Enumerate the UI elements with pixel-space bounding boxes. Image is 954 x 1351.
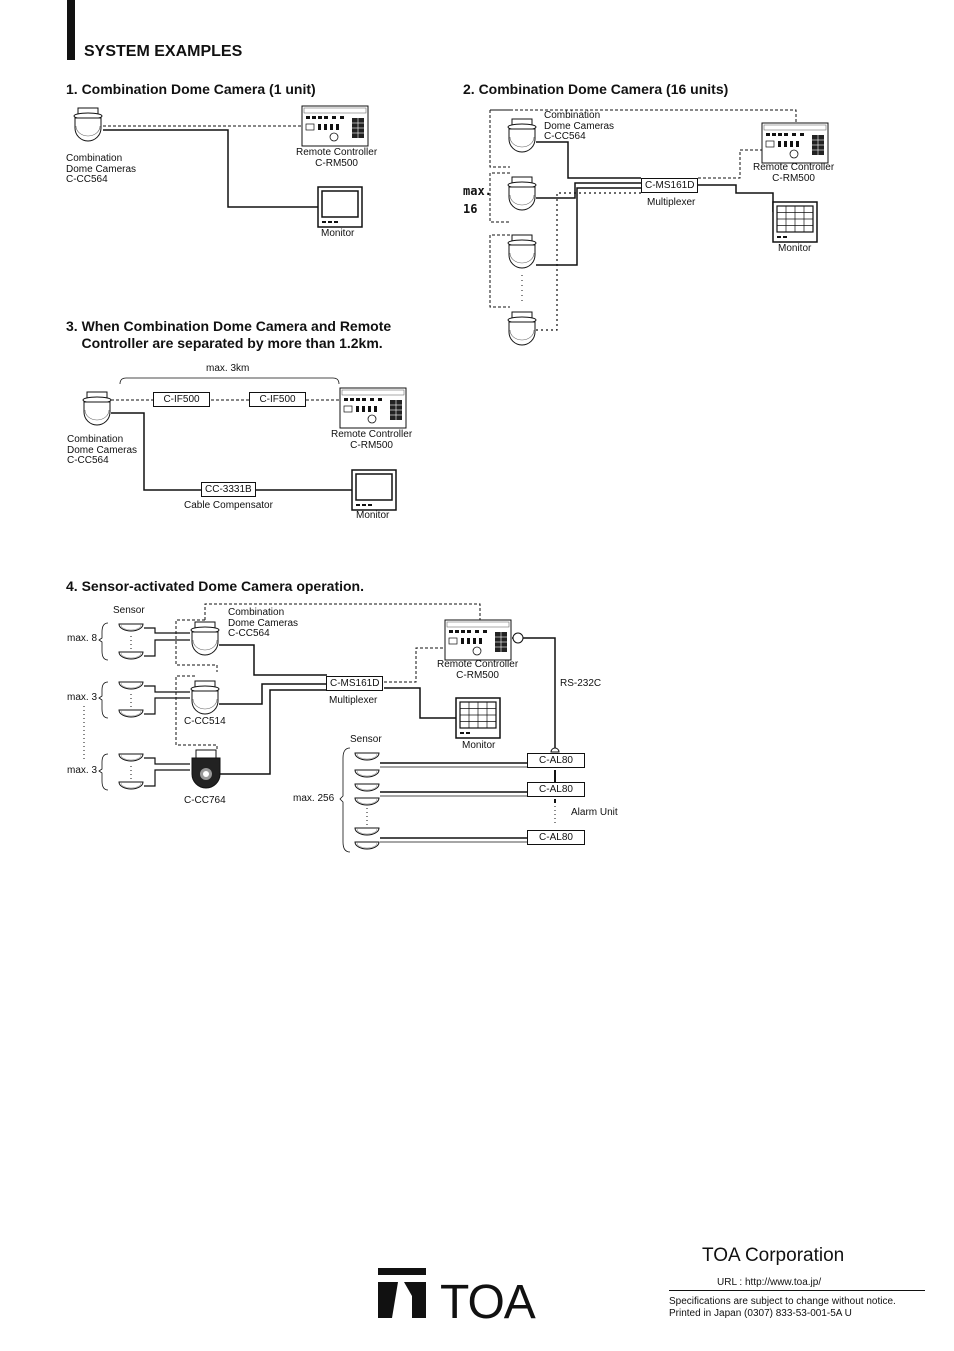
controller-label: Remote Controller C-RM500 xyxy=(296,147,378,169)
sensor-label: Sensor xyxy=(350,734,382,745)
controller-label: Remote Controller C-RM500 xyxy=(753,162,835,184)
camera-model-label: C-CC514 xyxy=(184,716,226,727)
section-4-diagram xyxy=(83,603,560,853)
footer-notes: Specifications are subject to change wit… xyxy=(669,1296,896,1319)
sensor-icon xyxy=(354,797,380,806)
alarm-unit-box: C-AL80 xyxy=(527,753,585,768)
dome-camera-icon xyxy=(507,234,537,269)
company-name: TOA Corporation xyxy=(702,1245,845,1266)
sensor-icon xyxy=(118,623,144,632)
camera-label: Combination Dome Cameras C-CC564 xyxy=(544,110,615,142)
remote-controller-icon xyxy=(301,105,369,147)
monitor-icon xyxy=(317,186,363,228)
header-bar xyxy=(67,0,75,60)
section-2-title: 2. Combination Dome Camera (16 units) xyxy=(463,81,729,97)
footer-rule xyxy=(669,1290,925,1291)
dome-camera-icon xyxy=(82,391,112,426)
max-256-label: max. 256 xyxy=(293,793,335,804)
controller-label: Remote Controller C-RM500 xyxy=(331,429,413,451)
monitor-label: Monitor xyxy=(462,740,496,751)
max-3-label: max. 3 xyxy=(67,692,98,703)
section-1-diagram xyxy=(73,105,369,228)
multiplexer-box: C-MS161D xyxy=(326,676,384,691)
monitor-icon xyxy=(772,201,818,243)
section-4-title: 4. Sensor-activated Dome Camera operatio… xyxy=(66,578,364,594)
interface-box-1: C-IF500 xyxy=(153,392,210,407)
monitor-label: Monitor xyxy=(356,510,390,521)
distance-label: max. 3km xyxy=(206,363,250,374)
sensor-icon xyxy=(118,753,144,762)
sensor-icon xyxy=(118,781,144,790)
dome-camera-icon xyxy=(73,107,103,142)
page-title: SYSTEM EXAMPLES xyxy=(84,43,243,60)
sensor-icon xyxy=(354,827,380,836)
monitor-label: Monitor xyxy=(321,228,355,239)
monitor-label: Monitor xyxy=(778,243,812,254)
controller-label: Remote Controller C-RM500 xyxy=(437,659,519,681)
logo-wordmark: TOA xyxy=(440,1276,536,1329)
remote-controller-icon xyxy=(339,387,407,429)
compensator-box: CC-3331B xyxy=(201,482,256,497)
ptz-camera-icon xyxy=(191,749,221,789)
camera-label: Combination Dome Cameras C-CC564 xyxy=(228,607,299,639)
max-3-label: max. 3 xyxy=(67,765,98,776)
monitor-icon xyxy=(455,697,501,739)
camera-label: Combination Dome Cameras C-CC564 xyxy=(66,153,137,185)
rs232c-label: RS-232C xyxy=(560,678,602,689)
dome-camera-icon xyxy=(507,118,537,153)
multiplexer-label: Multiplexer xyxy=(647,197,696,208)
compensator-label: Cable Compensator xyxy=(184,500,273,511)
sensor-icon xyxy=(118,681,144,690)
multiplexer-box: C-MS161D xyxy=(641,178,699,193)
section-3-title: 3. When Combination Dome Camera and Remo… xyxy=(66,318,392,351)
section-2-diagram xyxy=(489,109,829,346)
sensor-icon xyxy=(118,651,144,660)
sensor-icon xyxy=(354,841,380,850)
dome-camera-icon xyxy=(507,176,537,211)
company-url[interactable]: URL : http://www.toa.jp/ xyxy=(717,1277,822,1288)
alarm-unit-label: Alarm Unit xyxy=(571,807,618,818)
sensor-icon xyxy=(354,783,380,792)
max-count-label: max. 16 xyxy=(463,184,492,216)
monitor-icon xyxy=(351,469,397,511)
section-1-title: 1. Combination Dome Camera (1 unit) xyxy=(66,81,316,97)
sensor-icon xyxy=(354,752,380,761)
sensor-icon xyxy=(354,769,380,778)
interface-box-2: C-IF500 xyxy=(249,392,306,407)
dome-camera-icon xyxy=(190,680,220,715)
camera-model-label: C-CC764 xyxy=(184,795,226,806)
dome-camera-icon xyxy=(190,621,220,656)
alarm-unit-box: C-AL80 xyxy=(527,830,585,845)
multiplexer-label: Multiplexer xyxy=(329,695,378,706)
remote-controller-icon xyxy=(444,619,512,661)
remote-controller-icon xyxy=(761,122,829,164)
max-8-label: max. 8 xyxy=(67,633,98,644)
dome-camera-icon xyxy=(507,311,537,346)
camera-label: Combination Dome Cameras C-CC564 xyxy=(67,434,138,466)
sensor-label: Sensor xyxy=(113,605,145,616)
sensor-icon xyxy=(118,709,144,718)
toa-logo: TOA xyxy=(378,1268,537,1329)
alarm-unit-box: C-AL80 xyxy=(527,782,585,797)
